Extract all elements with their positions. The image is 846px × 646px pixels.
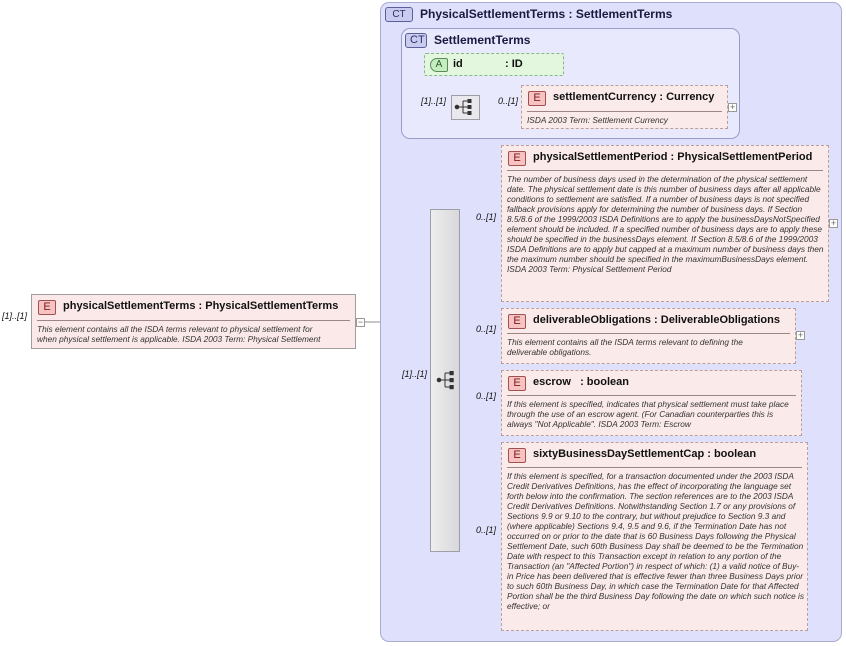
element-badge: E <box>508 314 526 329</box>
separator <box>507 170 823 171</box>
physical-settlement-period-doc: The number of business days used in the … <box>507 174 824 274</box>
separator <box>37 320 350 321</box>
separator <box>507 467 802 468</box>
element-badge: E <box>528 91 546 106</box>
sixty-business-day-box[interactable]: E sixtyBusinessDaySettlementCap : boolea… <box>501 442 808 631</box>
root-element-name: physicalSettlementTerms : PhysicalSettle… <box>63 300 339 312</box>
separator <box>507 395 796 396</box>
element-badge: E <box>508 448 526 463</box>
plus-icon[interactable]: + <box>796 330 805 340</box>
root-cardinality: [1]..[1] <box>2 311 28 321</box>
sixty-business-day-cardinality: 0..[1] <box>476 525 497 535</box>
separator <box>507 333 790 334</box>
escrow-box[interactable]: E escrow : boolean If this element is sp… <box>501 370 802 436</box>
physical-settlement-period-box[interactable]: E physicalSettlementPeriod : PhysicalSet… <box>501 145 829 302</box>
deliverable-obligations-box[interactable]: E deliverableObligations : DeliverableOb… <box>501 308 796 364</box>
deliverable-obligations-doc: This element contains all the ISDA terms… <box>507 337 743 357</box>
escrow-doc: If this element is specified, indicates … <box>507 399 789 429</box>
sixty-business-day-doc: If this element is specified, for a tran… <box>507 471 805 611</box>
complex-type-title: PhysicalSettlementTerms : SettlementTerm… <box>420 7 673 21</box>
attribute-name: id <box>453 58 463 70</box>
base-type-badge: CT <box>405 33 427 48</box>
element-badge: E <box>508 151 526 166</box>
sequence-cardinality: [1]..[1] <box>402 369 428 379</box>
plus-icon[interactable]: + <box>829 218 838 228</box>
complex-type-badge: CT <box>385 7 413 22</box>
settlement-currency-box[interactable]: E settlementCurrency : Currency ISDA 200… <box>521 85 728 129</box>
escrow-name: escrow : boolean <box>533 376 629 388</box>
settlement-currency-name: settlementCurrency : Currency <box>553 91 715 103</box>
settlement-currency-doc: ISDA 2003 Term: Settlement Currency <box>527 115 668 125</box>
physical-settlement-period-name: physicalSettlementPeriod : PhysicalSettl… <box>533 151 813 163</box>
attribute-badge: A <box>430 58 448 72</box>
inner-sequence-cardinality: [1]..[1] <box>421 96 447 106</box>
physical-settlement-period-cardinality: 0..[1] <box>476 212 497 222</box>
inner-sequence-box[interactable] <box>451 95 480 120</box>
minus-icon[interactable]: − <box>356 317 365 327</box>
root-element-box[interactable]: E physicalSettlementTerms : PhysicalSett… <box>31 294 356 349</box>
deliverable-obligations-cardinality: 0..[1] <box>476 324 497 334</box>
sequence-icon <box>454 99 472 115</box>
root-element-doc-line-1: This element contains all the ISDA terms… <box>37 324 313 334</box>
attribute-type: : ID <box>505 58 523 70</box>
attribute-id-box[interactable]: A id : ID <box>424 53 564 76</box>
base-type-title: SettlementTerms <box>434 33 531 47</box>
element-badge: E <box>38 300 56 315</box>
deliverable-obligations-name: deliverableObligations : DeliverableObli… <box>533 314 780 326</box>
sixty-business-day-name: sixtyBusinessDaySettlementCap : boolean <box>533 448 757 460</box>
separator <box>527 111 722 112</box>
settlement-currency-cardinality: 0..[1] <box>498 96 519 106</box>
escrow-cardinality: 0..[1] <box>476 391 497 401</box>
element-badge: E <box>508 376 526 391</box>
root-element-doc-line-2: when physical settlement is applicable. … <box>37 334 321 344</box>
plus-icon[interactable]: + <box>728 102 737 112</box>
sequence-icon <box>436 371 454 390</box>
